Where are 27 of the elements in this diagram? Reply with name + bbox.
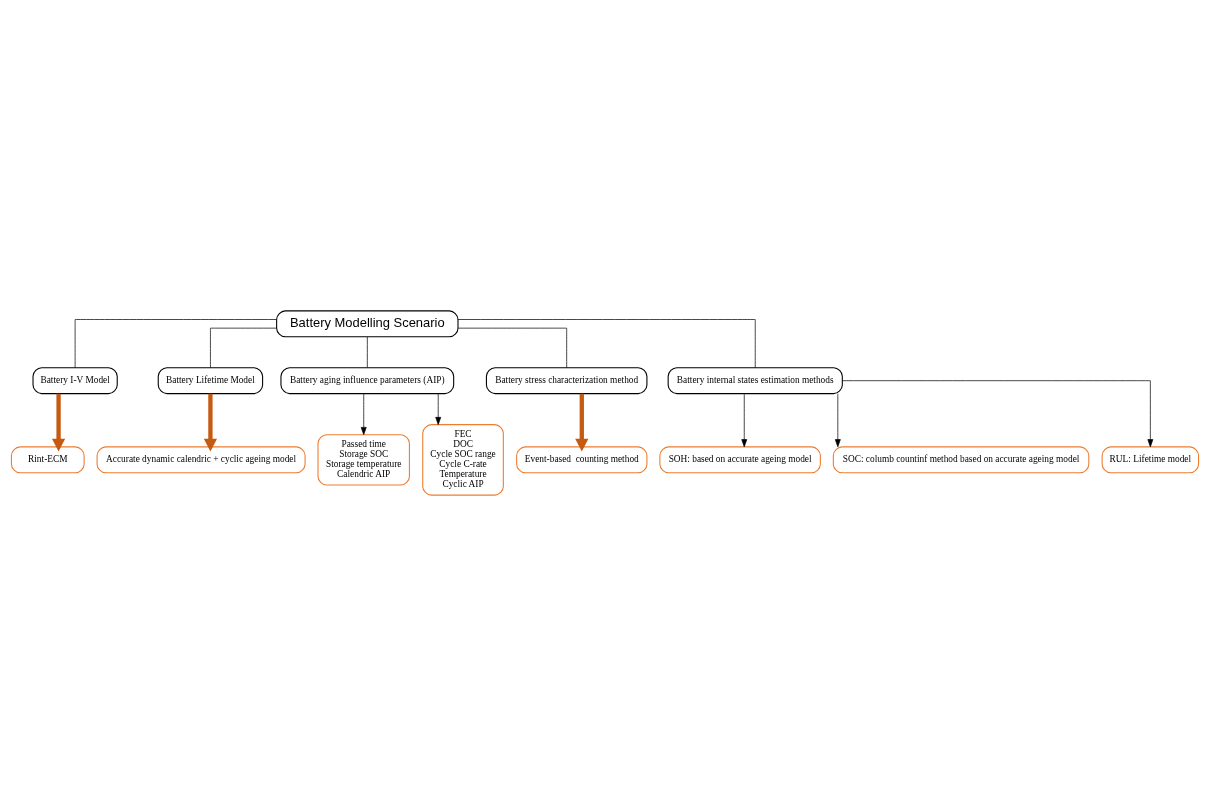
node-box: Accurate dynamic calendric + cyclic ageing model [96,445,306,473]
node-box: Battery Modelling Scenario [276,309,459,337]
node-box: Battery I-V Model [32,366,118,394]
connector [210,327,277,368]
connector [74,318,277,368]
arrow [575,393,589,451]
arrow [203,393,218,451]
node-box: Battery internal states estimation methods [667,366,843,394]
node-box: SOH: based on accurate ageing model [659,445,821,473]
arrow [51,393,66,451]
arrow [741,392,748,447]
node-box: Battery stress characterization method [485,366,648,394]
connector [366,336,368,368]
node-box: Passed time Storage SOC Storage temperature Calendric AIP [317,433,410,486]
connector [457,327,568,368]
node-box: Rint-ECM [10,445,85,473]
node-box: Event-based counting method [516,445,648,473]
node-box: SOC: columb countinf method based on accurate ageing model [832,445,1090,473]
node-box: RUL: Lifetime model [1101,445,1200,473]
arrow [834,392,841,447]
node-box: Battery aging influence parameters (AIP) [280,366,455,394]
arrow [435,392,442,425]
arrow [360,392,367,435]
connector [457,318,756,368]
arrow [842,379,1154,447]
node-box: FEC DOC Cycle SOC range Cycle C-rate Temperature Cyclic AIP [422,423,504,496]
node-box: Battery Lifetime Model [157,366,264,394]
